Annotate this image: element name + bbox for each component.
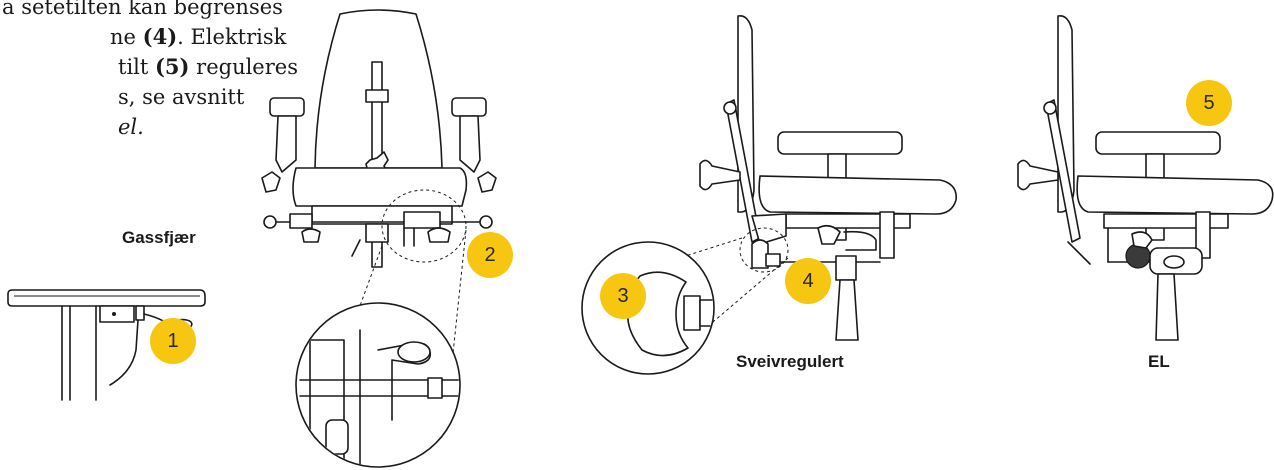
intro-line-5: el.: [118, 115, 144, 139]
caption-electric: EL: [1148, 352, 1170, 371]
caption-crank: Sveivregulert: [736, 352, 844, 371]
callout-badge-5: 5: [1186, 80, 1232, 126]
callout-badge-4: 4: [785, 258, 831, 304]
front-view-chair: [261, 9, 497, 468]
callout-badge-1: 1: [150, 318, 196, 364]
intro-line-3: tilt (5) reguleres: [118, 54, 298, 79]
side-view-chair-electric: [1017, 14, 1274, 341]
intro-text: a setetilten kan begrenses ne (4). Elekt…: [0, 0, 298, 142]
intro-line-4: s, se avsnitt: [118, 85, 245, 109]
intro-line-2: ne (4). Elektrisk: [110, 24, 287, 49]
callout-badge-3: 3: [600, 273, 646, 319]
side-view-chair-crank: [581, 14, 957, 375]
intro-line-1: a setetilten kan begrenses: [2, 0, 283, 19]
caption-gas-spring: Gassfjær: [122, 228, 196, 247]
callout-badge-2: 2: [467, 232, 513, 278]
